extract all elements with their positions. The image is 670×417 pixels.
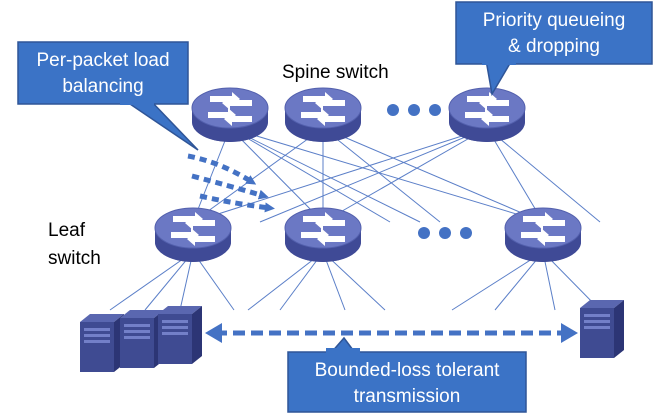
spine-switch-3 <box>448 87 526 143</box>
spine-switch-label: Spine switch <box>282 62 389 83</box>
server-tower-icon <box>580 300 624 358</box>
callout-bounded-loss: Bounded-loss tolerant transmission <box>287 336 527 413</box>
ellipsis-dot <box>418 227 430 239</box>
spine-switch-1 <box>191 87 269 143</box>
leaf-switch-3 <box>504 207 582 263</box>
callout-bounded-loss-line1: Bounded-loss tolerant <box>315 360 501 381</box>
spine-ellipsis <box>387 104 441 116</box>
ellipsis-dot <box>429 104 441 116</box>
server-4 <box>580 300 624 358</box>
leaf-switch-2 <box>284 207 362 263</box>
switch-arrows-icon <box>504 207 582 263</box>
switch-arrows-icon <box>191 87 269 143</box>
callout-priority: Priority queueing & dropping <box>455 1 653 97</box>
leaf-switch-1 <box>154 207 232 263</box>
switch-arrows-icon <box>284 207 362 263</box>
bounded-loss-arrow <box>205 323 578 343</box>
server-tower-icon <box>80 314 124 372</box>
callout-load-balancing-line1: Per-packet load <box>36 50 169 71</box>
ellipsis-dot <box>460 227 472 239</box>
ellipsis-dot <box>408 104 420 116</box>
server-tower-icon <box>158 306 202 364</box>
leaf-switch-label-line2: switch <box>48 248 101 269</box>
server-1 <box>80 314 124 372</box>
callout-bounded-loss-line2: transmission <box>354 386 461 407</box>
spine-switch-2 <box>284 87 362 143</box>
callout-load-balancing-line2: balancing <box>62 76 143 97</box>
callout-load-balancing: Per-packet load balancing <box>17 41 199 151</box>
callout-priority-line1: Priority queueing <box>483 10 626 31</box>
server-3 <box>158 306 202 364</box>
switch-arrows-icon <box>154 207 232 263</box>
ellipsis-dot <box>439 227 451 239</box>
callout-priority-line2: & dropping <box>508 36 600 57</box>
ellipsis-dot <box>387 104 399 116</box>
switch-arrows-icon <box>448 87 526 143</box>
switch-arrows-icon <box>284 87 362 143</box>
load-balancing-arrows <box>187 153 275 213</box>
server-tower-icon <box>120 310 164 368</box>
leaf-switch-label-line1: Leaf <box>48 220 86 241</box>
spine-leaf-links <box>192 127 601 223</box>
server-2 <box>120 310 164 368</box>
leaf-ellipsis <box>418 227 472 239</box>
